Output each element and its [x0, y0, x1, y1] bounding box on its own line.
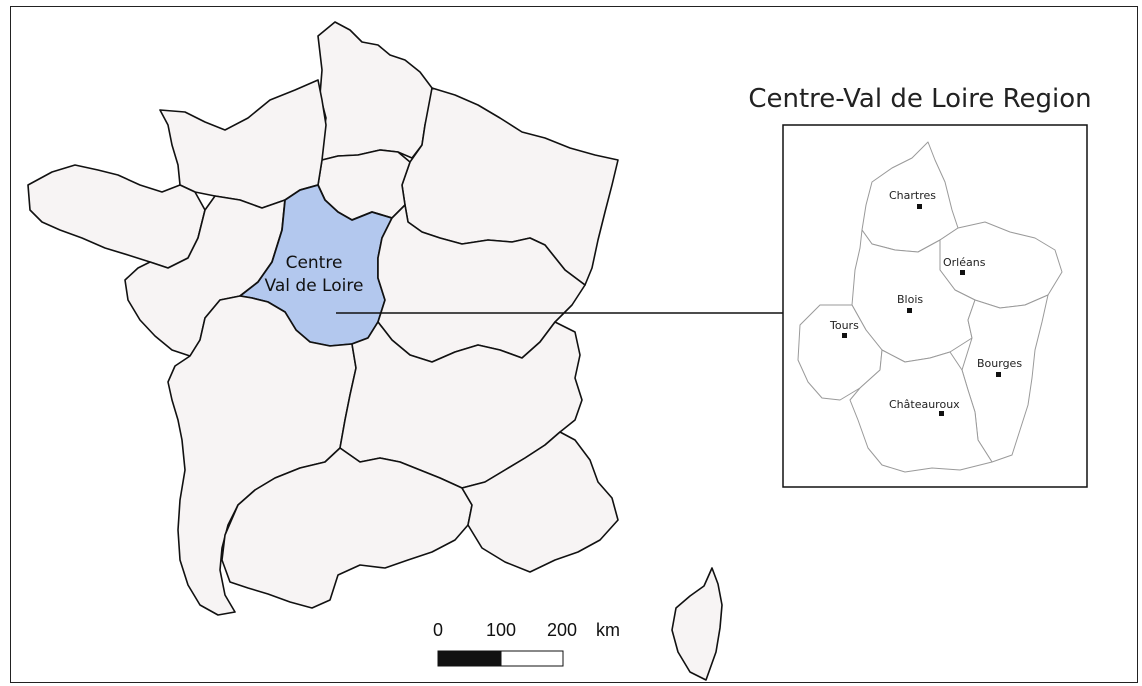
scale-tick-label: 0 [433, 620, 443, 640]
scale-unit: km [596, 620, 620, 640]
city-marker [996, 372, 1001, 377]
city-tours: Tours [829, 319, 859, 338]
scale-segment-white [500, 650, 564, 667]
city-label: Bourges [977, 357, 1022, 370]
inset-cities: Chartres Orléans Blois Tours Bourges Châ… [829, 189, 1022, 416]
city-marker [939, 411, 944, 416]
map-frame [10, 6, 1138, 683]
region-label-line2: Val de Loire [265, 276, 364, 296]
region-occitanie [221, 447, 473, 609]
city-marker [907, 308, 912, 313]
region-paca [461, 431, 619, 573]
city-orleans: Orléans [943, 256, 986, 275]
city-bourges: Bourges [977, 357, 1022, 377]
city-chartres: Chartres [889, 189, 936, 209]
dept-indre [849, 349, 993, 473]
city-label: Orléans [943, 256, 986, 269]
city-label: Blois [897, 293, 923, 306]
scale-segment-black [437, 650, 502, 667]
inset-title: Centre-Val de Loire Region [748, 84, 1091, 114]
city-label: Châteauroux [889, 398, 960, 411]
scale-tick-label: 100 [486, 620, 516, 640]
city-label: Chartres [889, 189, 936, 202]
city-label: Tours [829, 319, 859, 332]
city-marker [842, 333, 847, 338]
region-bretagne [27, 164, 206, 269]
scale-tick-label: 200 [547, 620, 577, 640]
city-marker [917, 204, 922, 209]
city-blois: Blois [897, 293, 923, 313]
france-map [27, 21, 723, 681]
scale-bar: 0 100 200 km [433, 620, 620, 667]
region-label-line1: Centre [286, 253, 343, 273]
inset-departments [797, 141, 1063, 473]
region-hauts-de-france [317, 21, 433, 161]
city-marker [960, 270, 965, 275]
dept-cher [961, 294, 1049, 463]
region-corse [671, 567, 723, 681]
city-chateauroux: Châteauroux [889, 398, 960, 416]
